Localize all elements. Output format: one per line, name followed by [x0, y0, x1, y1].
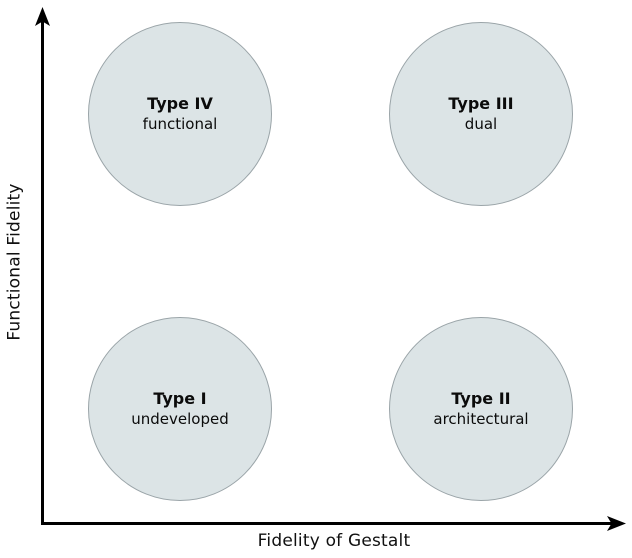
- bubble-type-iii-title: Type III: [448, 93, 514, 113]
- bubble-type-ii-title: Type II: [451, 388, 511, 408]
- bubble-type-i[interactable]: Type I undeveloped: [88, 317, 272, 501]
- bubble-type-iv[interactable]: Type IV functional: [88, 22, 272, 206]
- bubble-type-iv-title: Type IV: [147, 93, 213, 113]
- x-axis-label: Fidelity of Gestalt: [257, 531, 411, 551]
- y-axis-label: Functional Fidelity: [5, 183, 25, 341]
- bubble-type-i-subtitle: undeveloped: [131, 409, 229, 428]
- y-axis-arrowhead: [35, 7, 50, 26]
- bubble-type-ii-subtitle: architectural: [433, 409, 529, 428]
- bubble-type-iii[interactable]: Type III dual: [389, 22, 573, 206]
- x-axis-arrowhead: [607, 516, 626, 531]
- bubble-type-ii[interactable]: Type II architectural: [389, 317, 573, 501]
- y-axis-label-wrap: Functional Fidelity: [0, 0, 30, 524]
- bubble-type-i-title: Type I: [153, 388, 207, 408]
- bubble-type-iv-subtitle: functional: [142, 114, 218, 133]
- bubble-type-iii-subtitle: dual: [464, 114, 498, 133]
